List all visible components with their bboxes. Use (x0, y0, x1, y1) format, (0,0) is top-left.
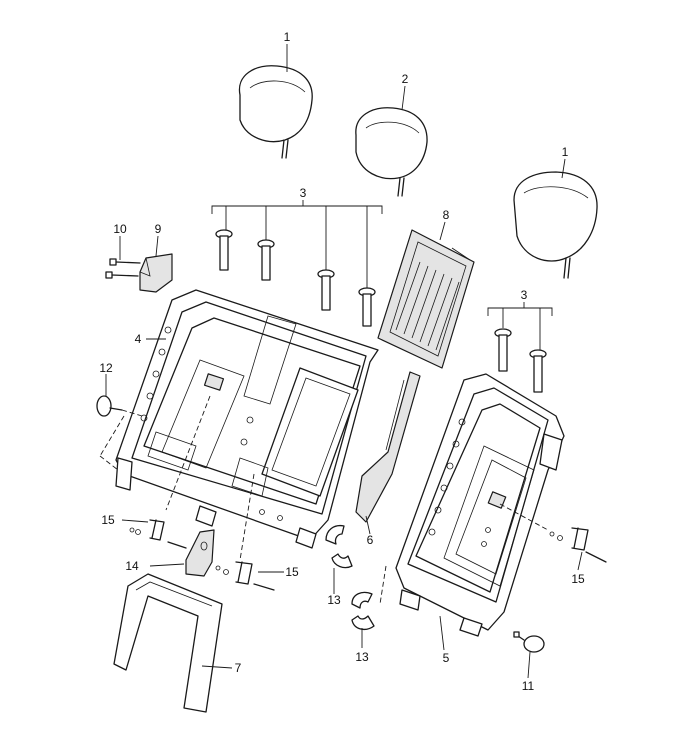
backrest-insert-panel[interactable] (377, 229, 475, 369)
lower-cover-frame[interactable] (113, 573, 223, 713)
frame-holes (140, 326, 283, 521)
headrest-guide[interactable] (494, 328, 512, 372)
callout-hardware-upper-left: 15 (101, 513, 115, 527)
callout-headrest-right: 1 (562, 145, 569, 159)
headrest-guides-left-group (215, 229, 376, 327)
hardware-set-right[interactable] (549, 527, 607, 563)
callout-cap-left: 12 (99, 361, 113, 375)
callout-insert-panel: 8 (443, 208, 450, 222)
backrest-frame-large[interactable] (115, 289, 379, 549)
callout-cover-bracket: 9 (155, 222, 162, 236)
headrest-guide[interactable] (317, 269, 335, 311)
callout-frame-large: 4 (135, 332, 142, 346)
assembly-dashed-lines (99, 395, 549, 605)
headrest-guides-right-group (494, 328, 547, 393)
headrest-guide[interactable] (358, 287, 376, 327)
backrest-frame-small[interactable] (395, 373, 565, 637)
callout-hardware-lower-left: 15 (285, 565, 299, 579)
callout-cover-frame: 7 (235, 661, 242, 675)
screw-upper[interactable] (109, 258, 141, 266)
callout-guides-left: 3 (300, 186, 307, 200)
headrest-right[interactable] (513, 171, 598, 279)
callout-cap-right: 11 (522, 679, 535, 693)
hardware-set-lower-left[interactable] (215, 561, 275, 591)
clip-lower[interactable] (351, 591, 375, 631)
callout-hinge-bracket: 14 (125, 559, 139, 573)
callout-side-trim: 6 (367, 533, 374, 547)
side-trim-strip[interactable] (355, 371, 421, 523)
hardware-set-upper-left[interactable] (129, 519, 187, 549)
callout-guides-right: 3 (521, 288, 528, 302)
cover-bracket[interactable] (139, 253, 173, 293)
headrest-guide[interactable] (215, 229, 233, 271)
callout-labels: 1 2 1 3 3 8 9 10 4 12 6 15 14 15 13 13 7… (99, 30, 585, 693)
hinge-bracket[interactable] (185, 529, 215, 577)
headrest-guide[interactable] (257, 239, 275, 281)
callout-screws: 10 (113, 222, 127, 236)
callout-clip-lower: 13 (355, 650, 369, 664)
callout-hardware-right: 15 (571, 572, 585, 586)
cap-left[interactable] (96, 395, 143, 417)
callout-headrest-left: 1 (284, 30, 291, 44)
headrest-left[interactable] (238, 65, 313, 159)
callout-headrest-middle: 2 (402, 72, 409, 86)
headrest-guide[interactable] (529, 349, 547, 393)
screw-lower[interactable] (105, 271, 139, 279)
callout-frame-small: 5 (443, 651, 450, 665)
callout-clip-upper: 13 (327, 593, 341, 607)
cap-right[interactable] (513, 631, 545, 653)
leader-lines (105, 44, 583, 679)
clip-upper[interactable] (325, 524, 353, 569)
headrest-middle[interactable] (355, 107, 428, 197)
frame-holes (428, 418, 491, 547)
panel-ribs (395, 261, 460, 351)
